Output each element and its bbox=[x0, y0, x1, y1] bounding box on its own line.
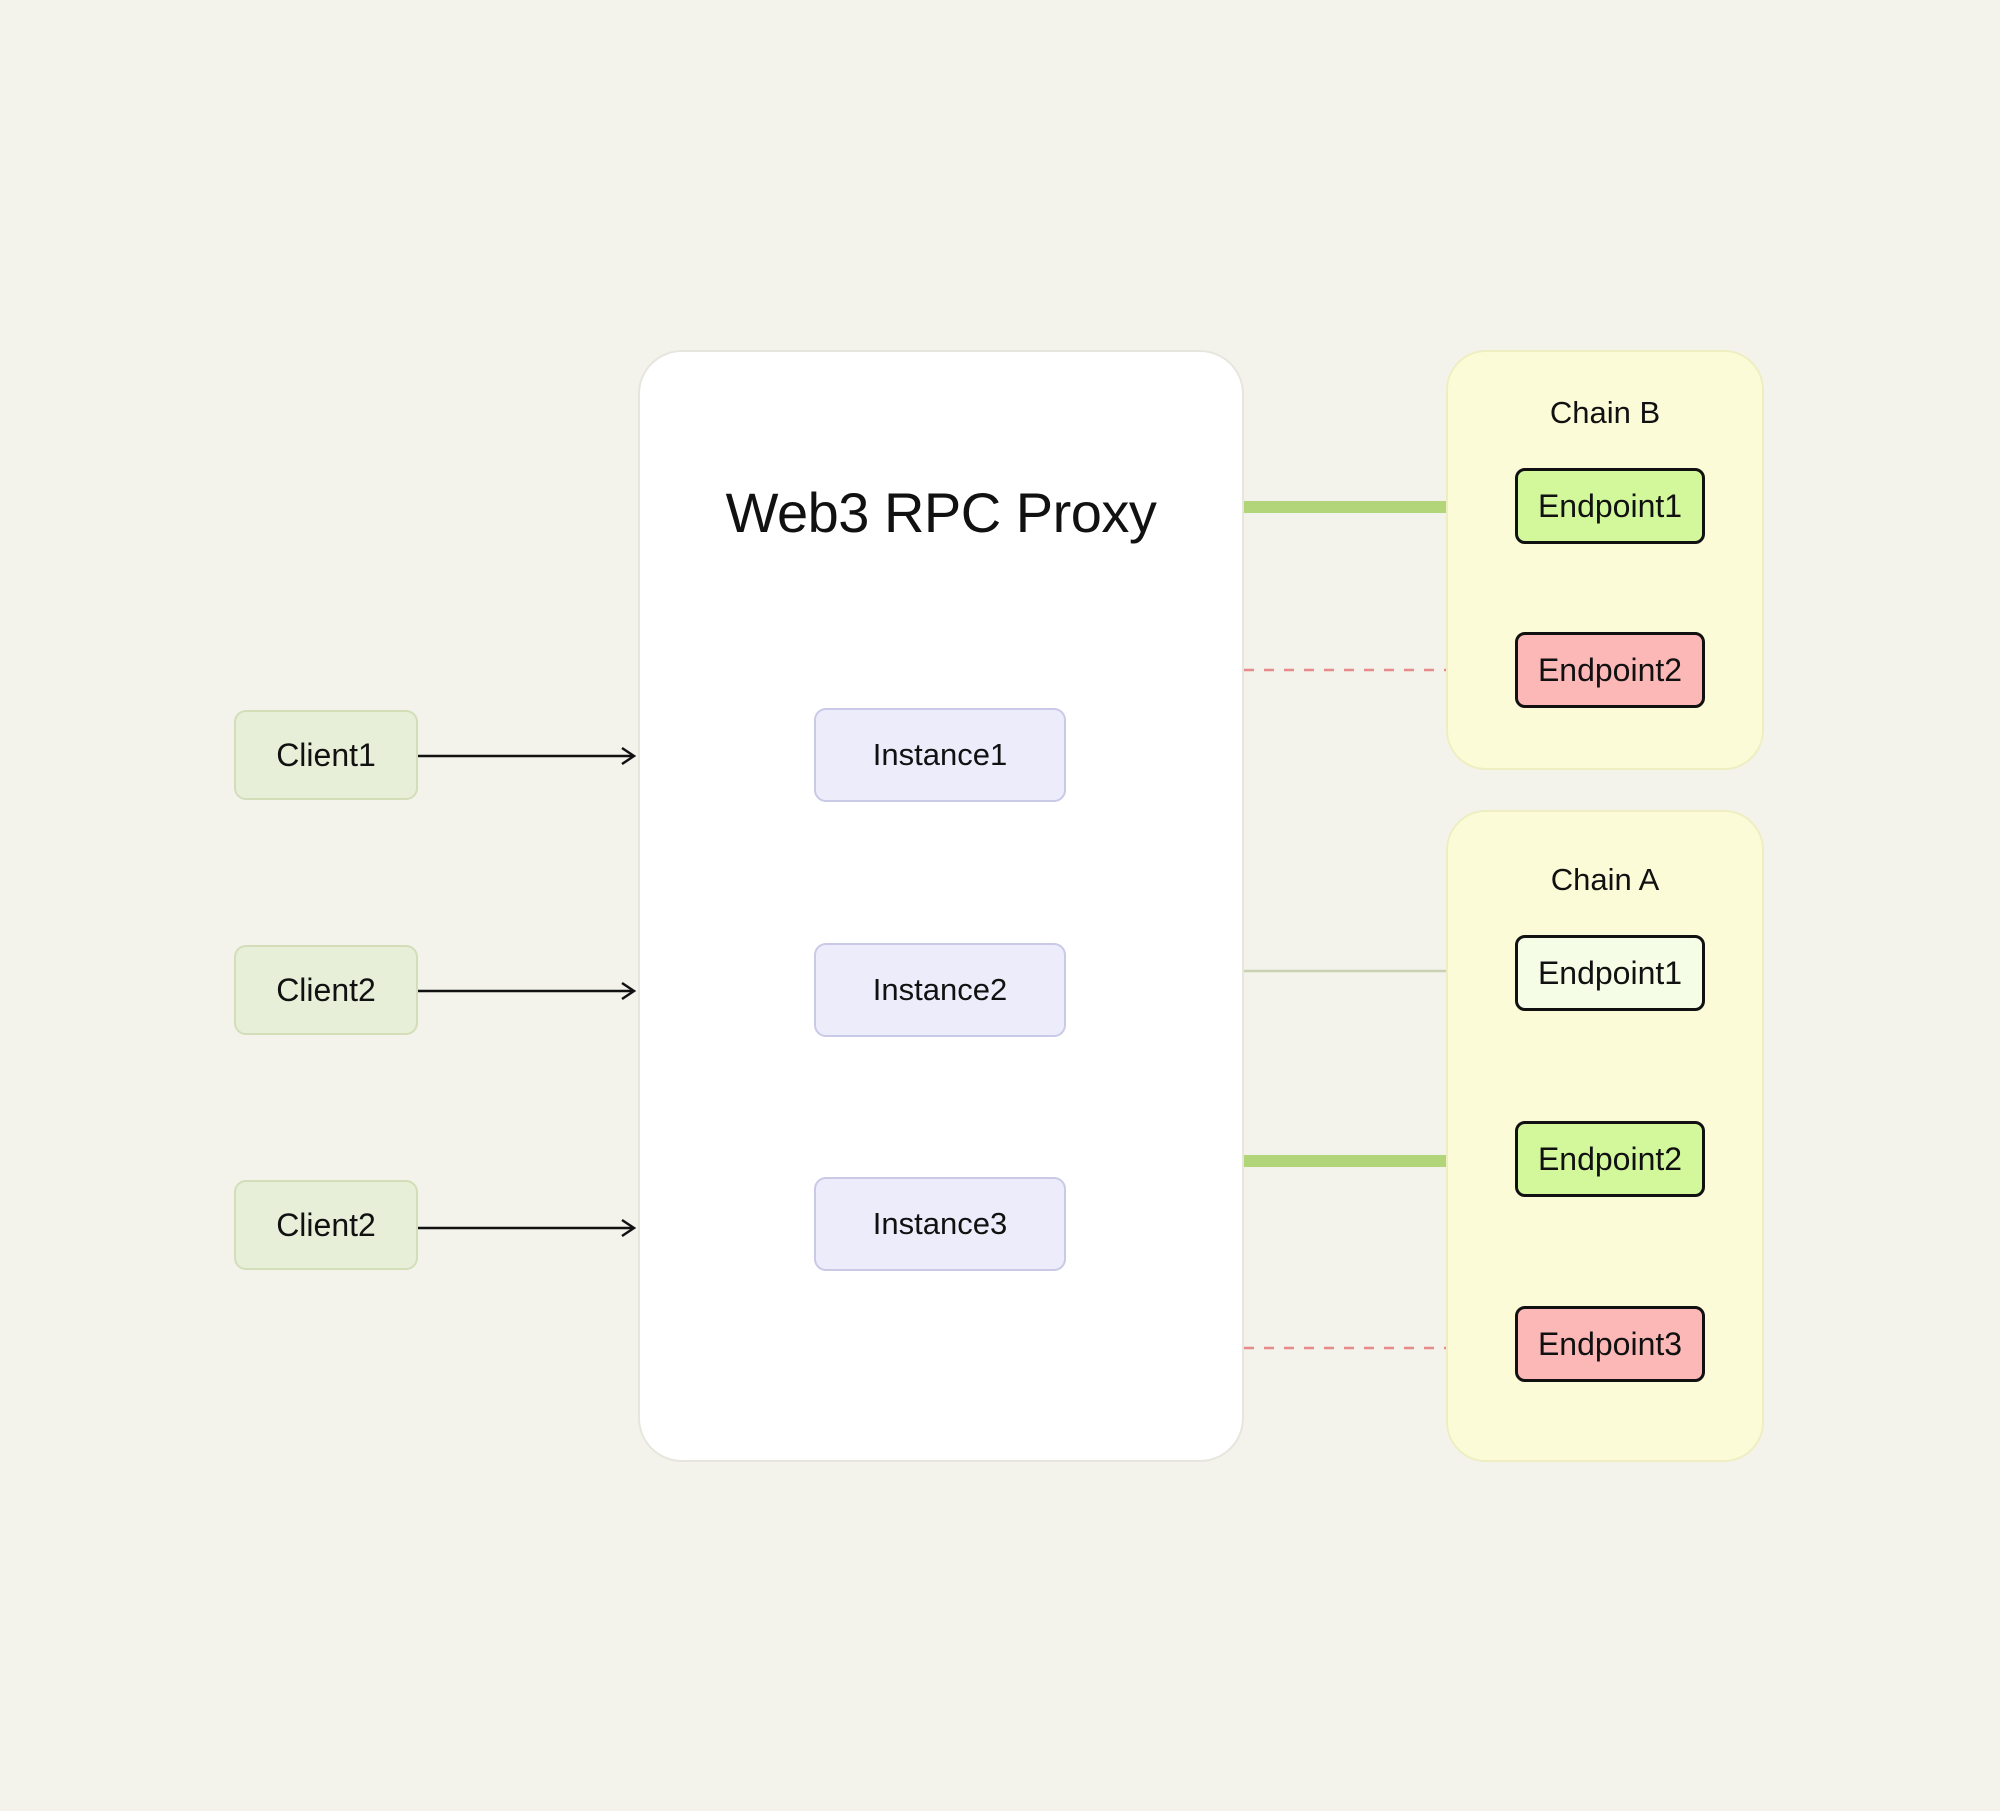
chain-b-label: Chain B bbox=[1549, 395, 1661, 430]
client-node-2: Client2 bbox=[234, 945, 418, 1035]
proxy-instance-2: Instance2 bbox=[814, 943, 1066, 1037]
chain-a-endpoint-2: Endpoint2 bbox=[1515, 1121, 1705, 1197]
client-node-3: Client2 bbox=[234, 1180, 418, 1270]
proxy-instance-3: Instance3 bbox=[814, 1177, 1066, 1271]
client-node-1: Client1 bbox=[234, 710, 418, 800]
chain-b-endpoint-1: Endpoint1 bbox=[1515, 468, 1705, 544]
chain-a-endpoint-1: Endpoint1 bbox=[1515, 935, 1705, 1011]
proxy-instance-1: Instance1 bbox=[814, 708, 1066, 802]
chain-a-label: Chain A bbox=[1550, 862, 1660, 897]
chain-a-endpoint-3: Endpoint3 bbox=[1515, 1306, 1705, 1382]
proxy-container bbox=[638, 350, 1244, 1462]
chain-b-endpoint-2: Endpoint2 bbox=[1515, 632, 1705, 708]
proxy-title: Web3 RPC Proxy bbox=[725, 481, 1157, 544]
